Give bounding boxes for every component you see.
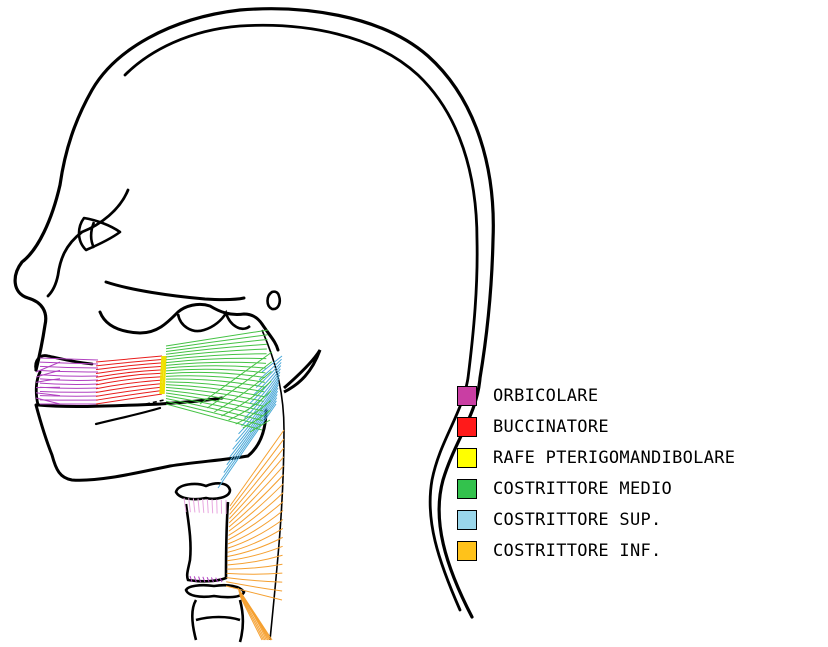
muscle-fiber: [229, 466, 283, 523]
thyroid-cartilage: [186, 502, 228, 581]
legend-item-costrittore-inf: COSTRITTORE INF.: [457, 535, 735, 566]
ear: [268, 292, 280, 309]
legend-item-rafe: RAFE PTERIGOMANDIBOLARE: [457, 442, 735, 473]
muscle-fiber: [227, 546, 282, 560]
muscle-fiber: [166, 330, 268, 346]
trachea: [192, 600, 243, 642]
legend-swatch: [457, 448, 477, 468]
head-outline: [15, 9, 493, 617]
muscle-fiber: [166, 382, 264, 392]
muscle-fiber: [229, 484, 284, 532]
legend-label: COSTRITTORE SUP.: [493, 510, 662, 530]
buccinator-fibers: [96, 356, 162, 404]
legend-label: RAFE PTERIGOMANDIBOLARE: [493, 448, 735, 468]
muscle-fiber: [227, 555, 282, 565]
muscle-fiber: [198, 499, 199, 513]
muscle-fiber: [227, 564, 283, 569]
muscle-fiber: [207, 499, 208, 513]
legend-swatch: [457, 386, 477, 406]
muscle-fiber: [212, 499, 213, 513]
muscle-fiber: [40, 396, 98, 397]
muscle-fiber: [36, 393, 60, 396]
hyoid-bone: [176, 483, 230, 499]
legend-label: COSTRITTORE INF.: [493, 541, 662, 561]
muscle-fiber: [229, 493, 284, 536]
muscle-fiber: [226, 578, 282, 583]
cricoid-cartilage: [186, 585, 244, 597]
muscle-fiber: [227, 573, 283, 574]
muscle-fiber: [166, 362, 266, 365]
muscle-fiber: [40, 383, 98, 384]
legend-swatch: [457, 541, 477, 561]
muscle-fiber: [193, 498, 195, 512]
pterygomandibular-raphe: [160, 356, 166, 394]
legend-swatch: [457, 510, 477, 530]
muscle-fiber: [40, 375, 98, 377]
muscle-fiber: [96, 359, 162, 365]
mandible-inner: [96, 408, 160, 424]
muscle-fiber: [96, 356, 162, 362]
legend-item-costrittore-medio: COSTRITTORE MEDIO: [457, 473, 735, 504]
upper-jaw: [100, 304, 278, 350]
muscle-fiber: [40, 371, 98, 373]
eye: [79, 218, 120, 250]
muscle-fiber: [36, 398, 60, 404]
legend-label: COSTRITTORE MEDIO: [493, 479, 672, 499]
legend-label: BUCCINATORE: [493, 417, 609, 437]
muscle-fiber: [203, 499, 204, 513]
legend-swatch: [457, 417, 477, 437]
legend: ORBICOLARE BUCCINATORE RAFE PTERIGOMANDI…: [457, 380, 735, 566]
jaw-angle: [284, 350, 320, 392]
muscle-fiber: [189, 498, 191, 512]
muscle-fiber: [166, 335, 268, 349]
legend-swatch: [457, 479, 477, 499]
legend-item-orbicolare: ORBICOLARE: [457, 380, 735, 411]
legend-label: ORBICOLARE: [493, 386, 598, 406]
legend-item-buccinatore: BUCCINATORE: [457, 411, 735, 442]
muscle-fiber: [40, 391, 98, 392]
cheek-line: [106, 282, 244, 300]
brow-line: [48, 190, 128, 296]
legend-item-costrittore-sup: COSTRITTORE SUP.: [457, 504, 735, 535]
